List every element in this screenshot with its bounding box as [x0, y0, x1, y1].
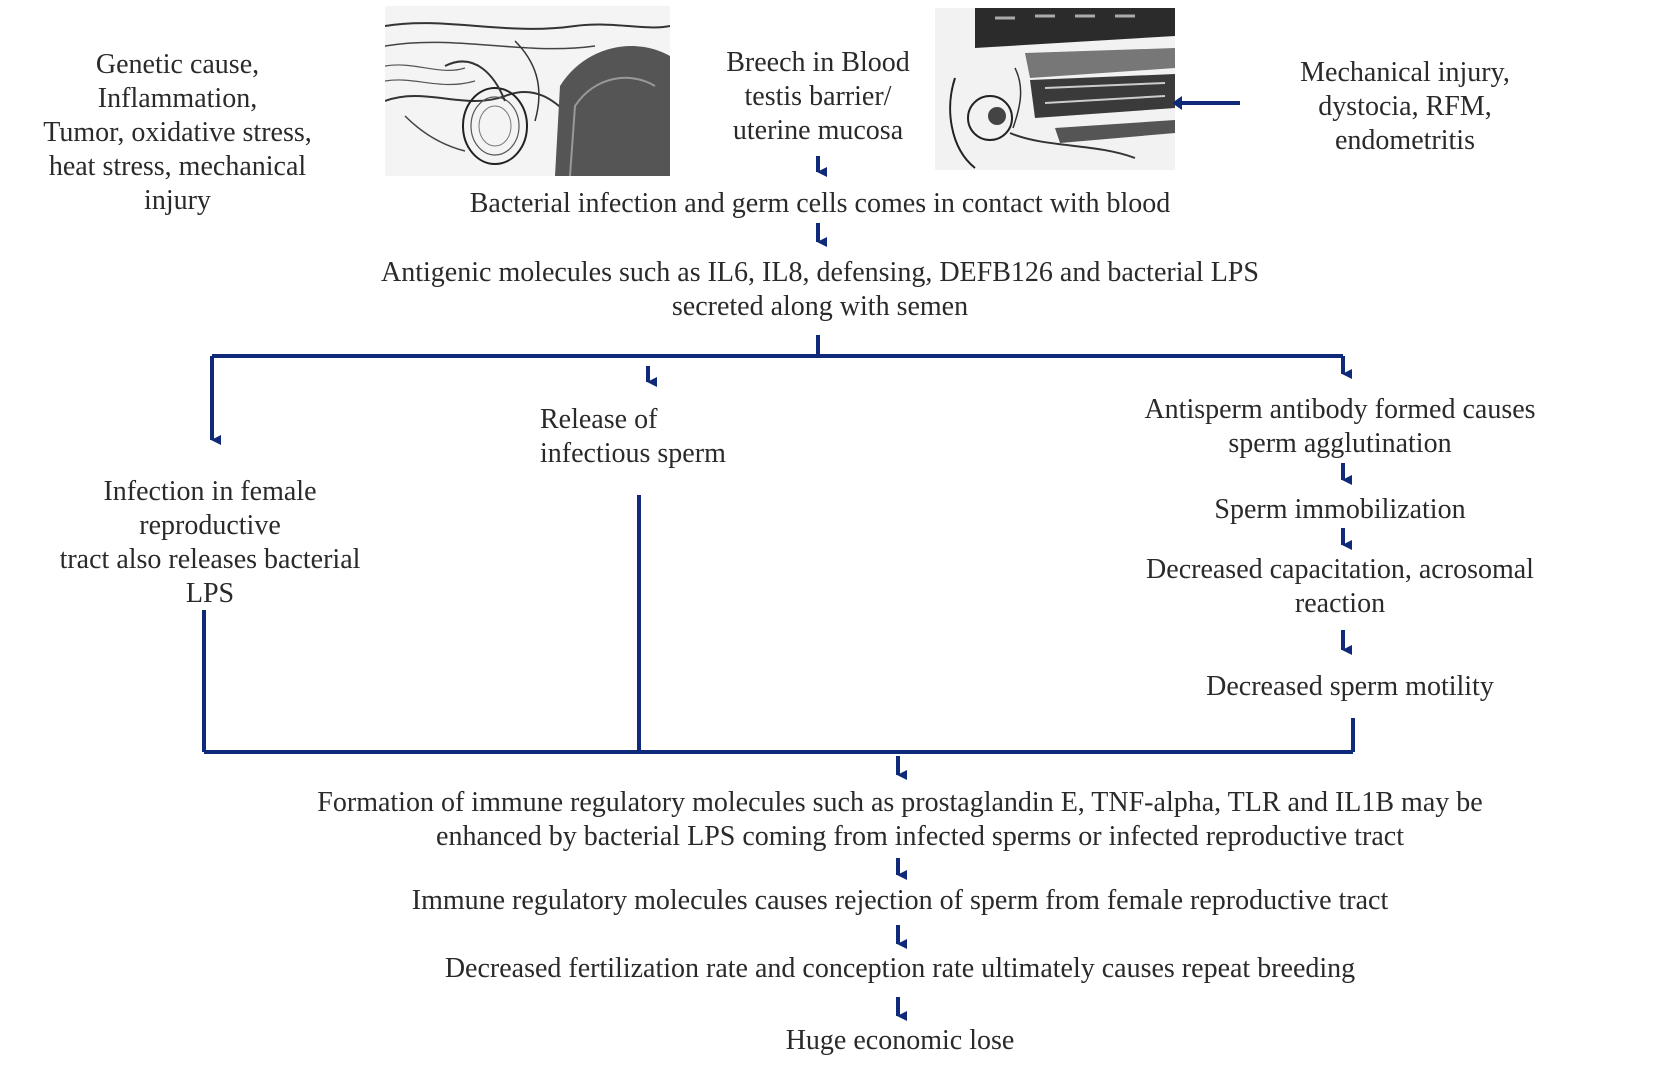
immune-formation-line: enhanced by bacterial LPS coming from in…	[436, 821, 1404, 852]
bacterial-infection-text: Bacterial infection and germ cells comes…	[469, 188, 1171, 219]
immobilization-box: Sperm immobilization	[1100, 493, 1580, 527]
capacitation-line: Decreased capacitation, acrosomal	[1146, 554, 1534, 585]
fertilization-text: Decreased fertilization rate and concept…	[444, 953, 1356, 984]
antigenic-molecules-box: Antigenic molecules such as IL6, IL8, de…	[200, 256, 1440, 324]
arrow-head-right-causes	[1172, 96, 1182, 110]
infection-female-line: Infection in female	[103, 476, 317, 507]
causes-left-line: Inflammation,	[97, 83, 258, 114]
release-sperm-line: infectious sperm	[540, 438, 726, 469]
release-sperm-line: Release of	[540, 404, 658, 435]
causes-left-box: Genetic cause, Inflammation, Tumor, oxid…	[5, 48, 350, 218]
economic-text: Huge economic lose	[785, 1025, 1015, 1056]
infection-female-line: LPS	[185, 578, 235, 609]
causes-right-box: Mechanical injury, dystocia, RFM, endome…	[1255, 56, 1555, 158]
infection-female-line: reproductive	[139, 510, 281, 541]
male-reproductive-tract-illustration	[385, 6, 670, 176]
causes-left-line: injury	[144, 185, 211, 216]
breech-box: Breech in Blood testis barrier/ uterine …	[688, 46, 948, 148]
antisperm-line: sperm agglutination	[1228, 428, 1452, 459]
antisperm-box: Antisperm antibody formed causes sperm a…	[1060, 393, 1620, 461]
economic-box: Huge economic lose	[650, 1024, 1150, 1058]
infection-female-line: tract also releases bacterial	[59, 544, 361, 575]
bacterial-infection-box: Bacterial infection and germ cells comes…	[330, 187, 1310, 221]
rejection-text: Immune regulatory molecules causes rejec…	[411, 885, 1389, 916]
causes-right-line: Mechanical injury,	[1300, 57, 1510, 88]
infection-female-box: Infection in female reproductive tract a…	[10, 475, 410, 611]
antisperm-line: Antisperm antibody formed causes	[1144, 394, 1536, 425]
causes-left-line: Tumor, oxidative stress,	[43, 117, 312, 148]
antigenic-line: Antigenic molecules such as IL6, IL8, de…	[381, 257, 1259, 288]
rejection-box: Immune regulatory molecules causes rejec…	[260, 884, 1540, 918]
immune-formation-line: Formation of immune regulatory molecules…	[317, 787, 1483, 818]
capacitation-box: Decreased capacitation, acrosomal reacti…	[1080, 553, 1600, 621]
causes-right-line: dystocia, RFM,	[1318, 91, 1492, 122]
causes-right-line: endometritis	[1335, 125, 1475, 156]
breech-line: testis barrier/	[744, 81, 892, 112]
breech-line: uterine mucosa	[732, 115, 904, 146]
fertilization-box: Decreased fertilization rate and concept…	[300, 952, 1500, 986]
motility-box: Decreased sperm motility	[1110, 670, 1590, 704]
motility-text: Decreased sperm motility	[1206, 671, 1494, 702]
female-reproductive-tract-illustration	[935, 8, 1175, 170]
immune-formation-box: Formation of immune regulatory molecules…	[150, 786, 1650, 854]
capacitation-line: reaction	[1294, 588, 1386, 619]
causes-left-line: heat stress, mechanical	[48, 151, 307, 182]
breech-line: Breech in Blood	[726, 47, 910, 78]
immobilization-text: Sperm immobilization	[1214, 494, 1466, 525]
causes-left-line: Genetic cause,	[95, 49, 260, 80]
release-sperm-box: Release of infectious sperm	[540, 403, 805, 471]
antigenic-line: secreted along with semen	[671, 291, 969, 322]
